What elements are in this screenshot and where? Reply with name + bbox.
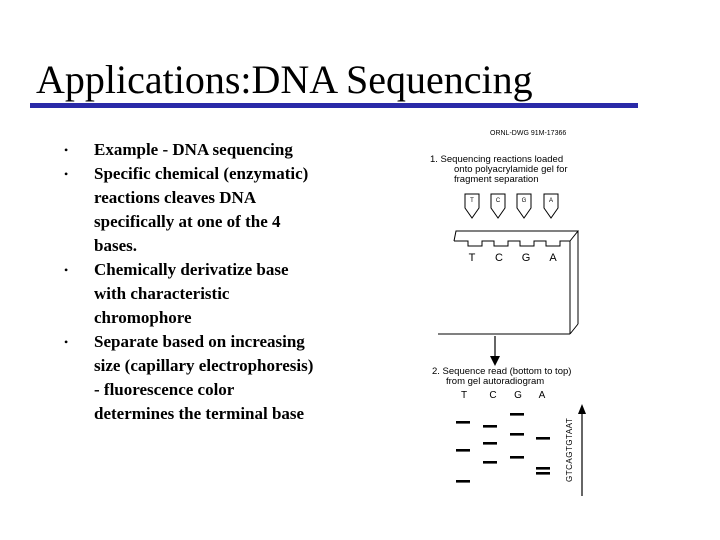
bullet-line: Example - DNA sequencing <box>94 140 293 159</box>
tube-label: C <box>496 198 501 204</box>
bullet-line: Separate based on increasing <box>94 332 305 351</box>
bullet-line: Chemically derivatize base <box>94 260 289 279</box>
gel-lane-label: G <box>514 390 522 401</box>
gel-lane-label: T <box>461 390 467 401</box>
gel-band <box>456 449 470 452</box>
bullet-dot: • <box>64 263 69 277</box>
gel-band <box>483 461 497 464</box>
tube-icon <box>490 193 506 219</box>
bullet-item: • Chemically derivatize base with charac… <box>64 258 364 330</box>
bullet-dot: • <box>64 167 69 181</box>
gel-band <box>510 413 524 416</box>
gel-band <box>510 456 524 459</box>
gel-band <box>510 433 524 436</box>
sequencing-diagram: ORNL-DWG 91M-17366 1. Sequencing reactio… <box>430 130 586 496</box>
bullet-line: bases. <box>94 236 137 255</box>
gel-bands <box>456 413 550 483</box>
bullet-line: determines the terminal base <box>94 404 305 423</box>
tube-icon <box>464 193 480 219</box>
bullet-line: specifically at one of the 4 <box>94 212 281 231</box>
arrow-down-icon <box>490 336 500 366</box>
bullet-line: size (capillary electrophoresis) <box>94 356 314 375</box>
bullet-item: • Separate based on increasing size (cap… <box>64 330 364 426</box>
bullet-dot: • <box>64 335 69 349</box>
bullet-item: • Specific chemical (enzymatic) reaction… <box>64 162 364 258</box>
gel-lane-label: C <box>489 390 496 401</box>
bullet-line: with characteristic <box>94 284 230 303</box>
bullet-list: • Example - DNA sequencing • Specific ch… <box>64 138 364 426</box>
step1-line: fragment separation <box>454 174 539 185</box>
reaction-tubes <box>464 193 559 219</box>
tube-icon <box>516 193 532 219</box>
gel-band <box>536 472 550 475</box>
tube-label: A <box>549 198 553 204</box>
gel-band <box>536 437 550 440</box>
figure-code: ORNL-DWG 91M-17366 <box>490 130 566 137</box>
lane-label: A <box>549 252 557 264</box>
step2-line: 2. Sequence read (bottom to top) <box>432 366 571 377</box>
bullet-line: Specific chemical (enzymatic) <box>94 164 309 183</box>
lane-label: T <box>469 252 476 264</box>
slide-title: Applications:DNA Sequencing <box>36 57 533 102</box>
lane-label: G <box>522 252 531 264</box>
gel-band <box>483 442 497 445</box>
arrow-up-icon <box>578 404 586 496</box>
gel-band <box>483 425 497 428</box>
gel-band <box>456 421 470 424</box>
tube-icon <box>543 193 559 219</box>
step2-line: from gel autoradiogram <box>446 376 544 387</box>
bullet-line: reactions cleaves DNA <box>94 188 257 207</box>
bullet-line: chromophore <box>94 308 192 327</box>
step1-line: onto polyacrylamide gel for <box>454 164 568 175</box>
gel-band <box>536 467 550 470</box>
step1-line: 1. Sequencing reactions loaded <box>430 154 563 165</box>
gel-slab <box>438 230 580 335</box>
title-underline <box>30 103 638 108</box>
lane-label: C <box>495 252 503 264</box>
gel-band <box>456 480 470 483</box>
gel-lane-label: A <box>539 390 546 401</box>
bullet-line: - fluorescence color <box>94 380 235 399</box>
bullet-dot: • <box>64 143 69 157</box>
tube-label: G <box>522 198 527 204</box>
bullet-item: • Example - DNA sequencing <box>64 138 364 162</box>
tube-label: T <box>470 198 474 204</box>
read-sequence: GTCAGTGTAAT <box>565 418 574 482</box>
